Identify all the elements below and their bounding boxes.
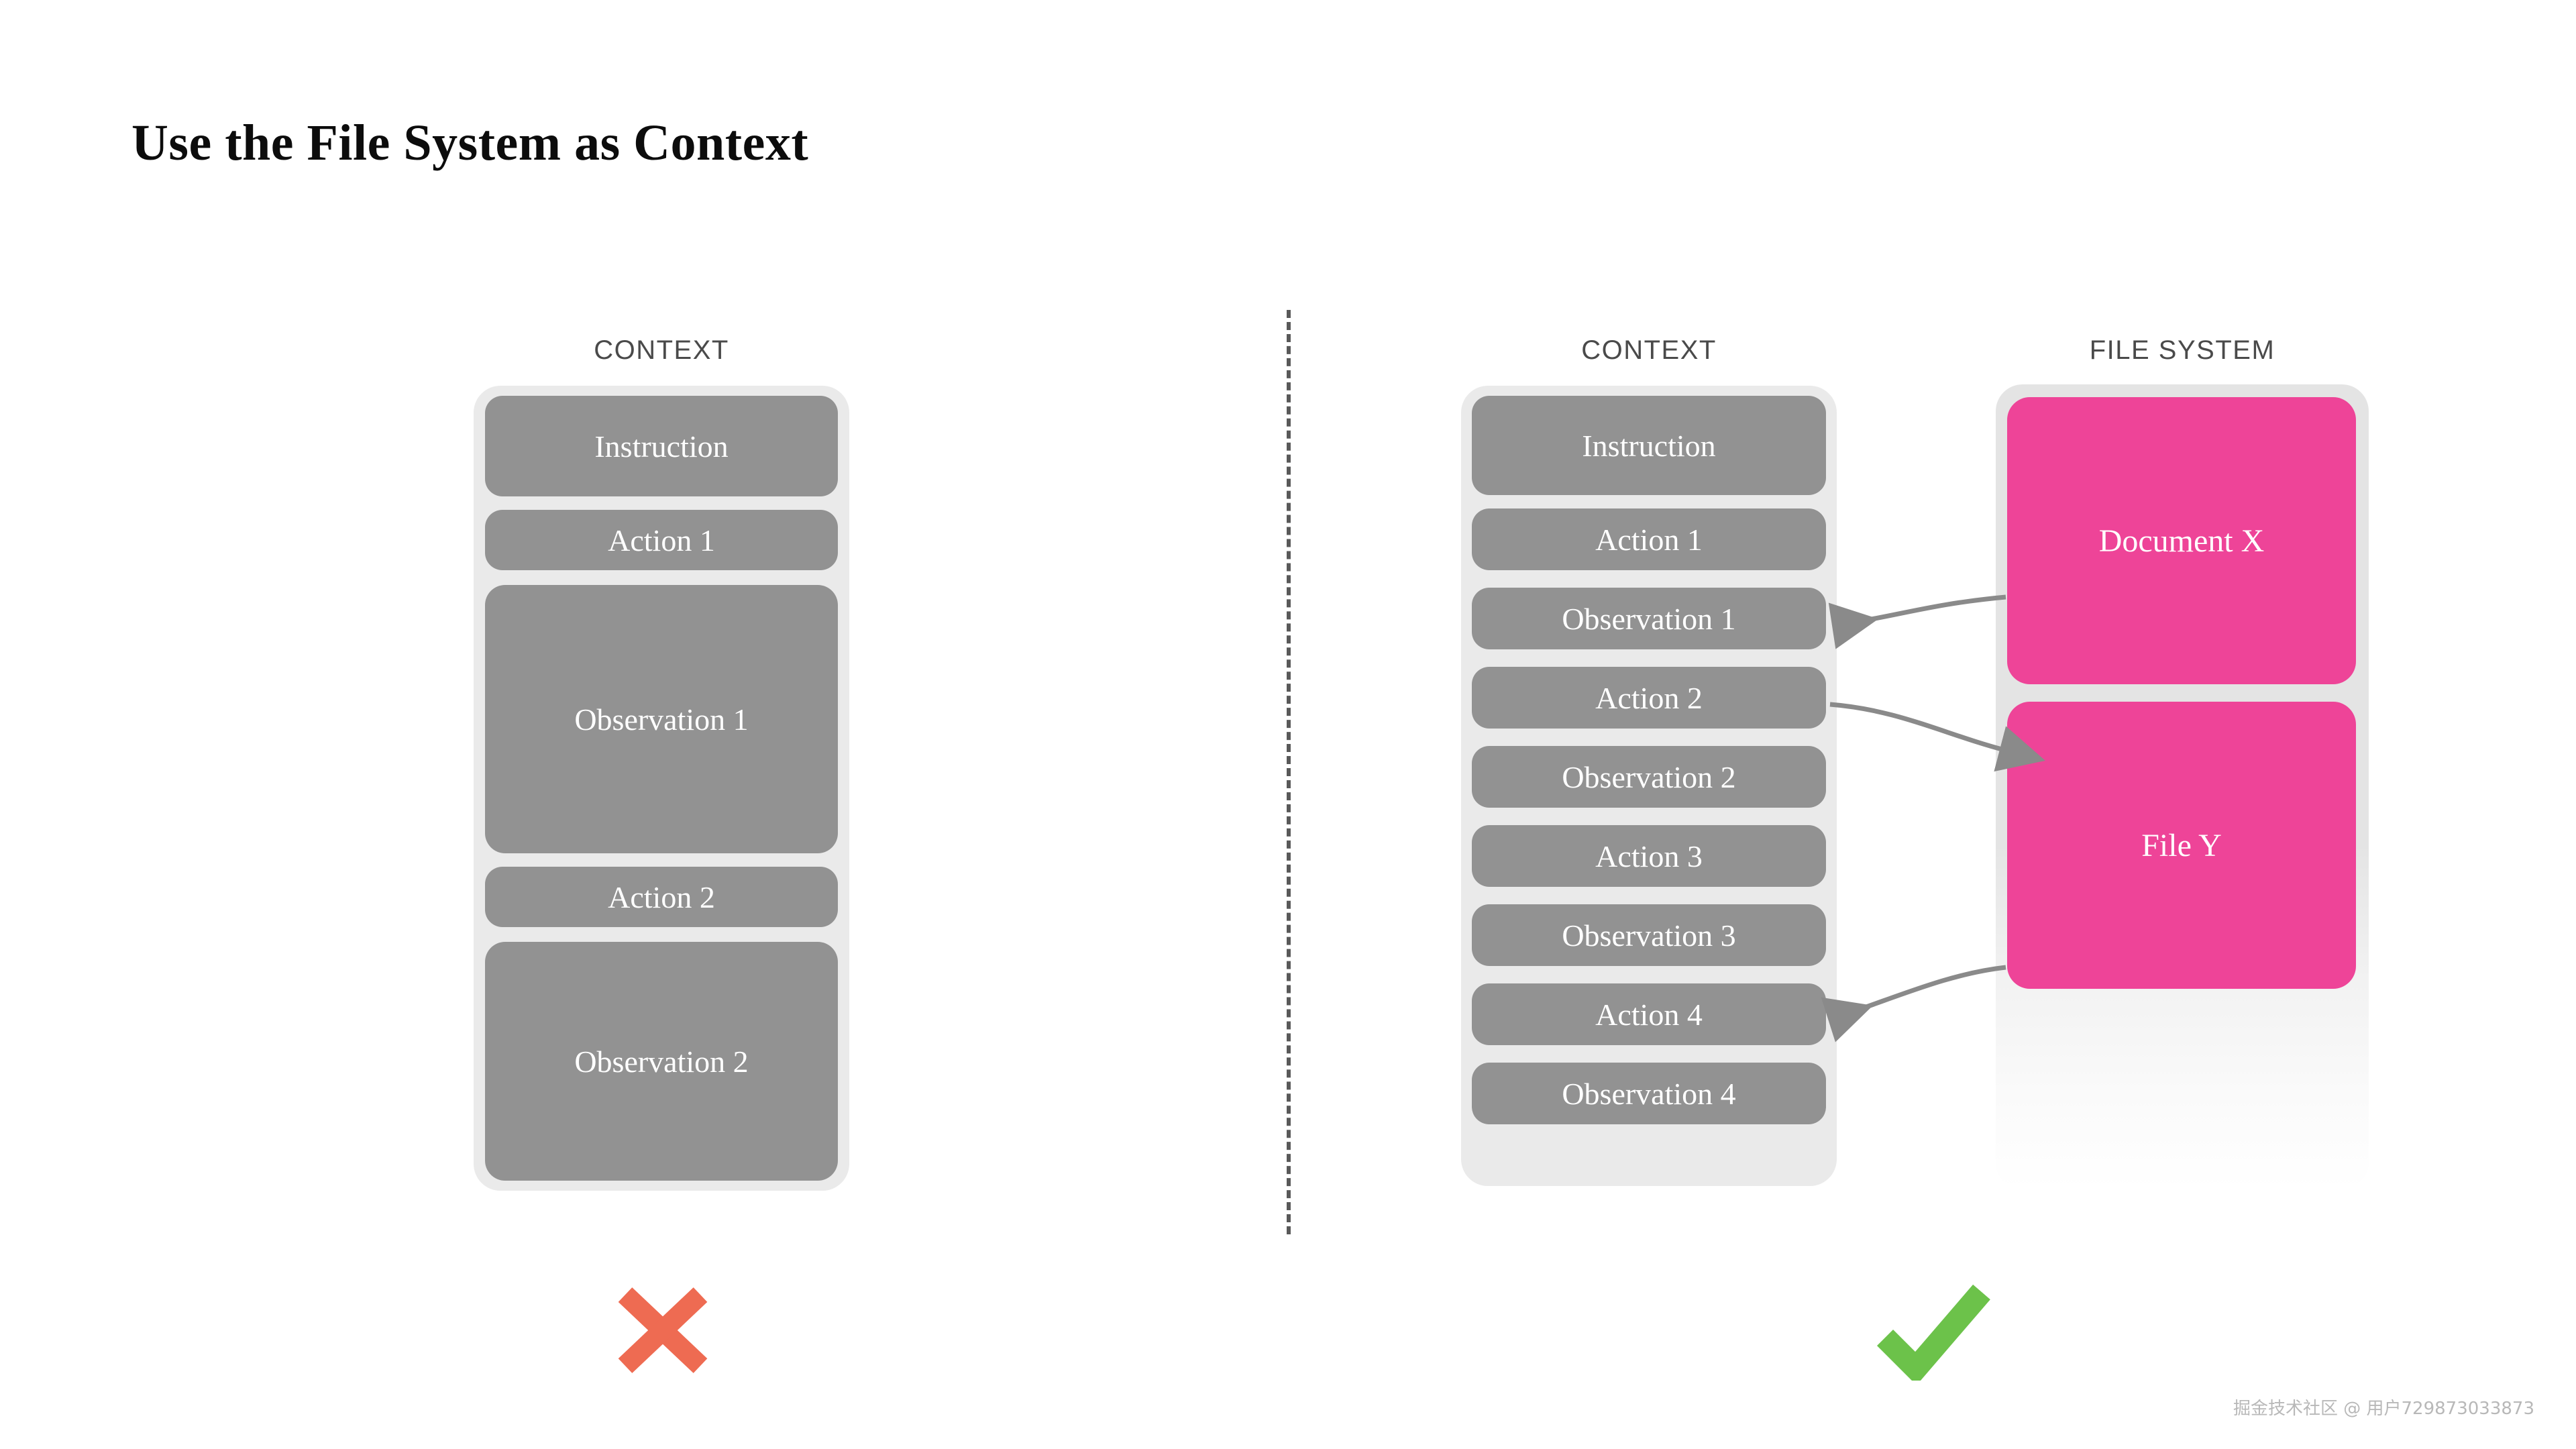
left-block-action-1[interactable]: Action 1 <box>485 510 838 570</box>
right-block-action-2[interactable]: Action 2 <box>1472 667 1826 729</box>
right-block-action-3[interactable]: Action 3 <box>1472 825 1826 887</box>
filesystem-block-document-x[interactable]: Document X <box>2007 397 2356 684</box>
right-block-observation-1[interactable]: Observation 1 <box>1472 588 1826 649</box>
right-context-label: CONTEXT <box>1581 335 1717 365</box>
section-divider <box>1287 310 1291 1234</box>
left-context-label: CONTEXT <box>594 335 729 365</box>
right-block-action-1[interactable]: Action 1 <box>1472 508 1826 570</box>
left-block-action-2[interactable]: Action 2 <box>485 867 838 927</box>
right-block-action-4[interactable]: Action 4 <box>1472 983 1826 1045</box>
right-block-instruction[interactable]: Instruction <box>1472 396 1826 495</box>
check-icon <box>1877 1284 1990 1381</box>
arrow-documentx-to-observation1 <box>1828 594 2006 649</box>
filesystem-label: FILE SYSTEM <box>2089 335 2275 365</box>
left-block-observation-1[interactable]: Observation 1 <box>485 585 838 853</box>
page-title: Use the File System as Context <box>131 115 809 171</box>
arrow-action2-to-filey <box>1829 702 2045 772</box>
right-block-observation-3[interactable]: Observation 3 <box>1472 904 1826 966</box>
watermark-text: 掘金技术社区 @ 用户729873033873 <box>2233 1399 2534 1419</box>
right-block-observation-2[interactable]: Observation 2 <box>1472 746 1826 808</box>
cross-icon <box>618 1287 708 1373</box>
filesystem-block-file-y[interactable]: File Y <box>2007 702 2356 989</box>
right-block-observation-4[interactable]: Observation 4 <box>1472 1063 1826 1124</box>
left-block-instruction[interactable]: Instruction <box>485 396 838 496</box>
arrow-filey-to-action4 <box>1821 965 2006 1042</box>
left-block-observation-2[interactable]: Observation 2 <box>485 942 838 1181</box>
